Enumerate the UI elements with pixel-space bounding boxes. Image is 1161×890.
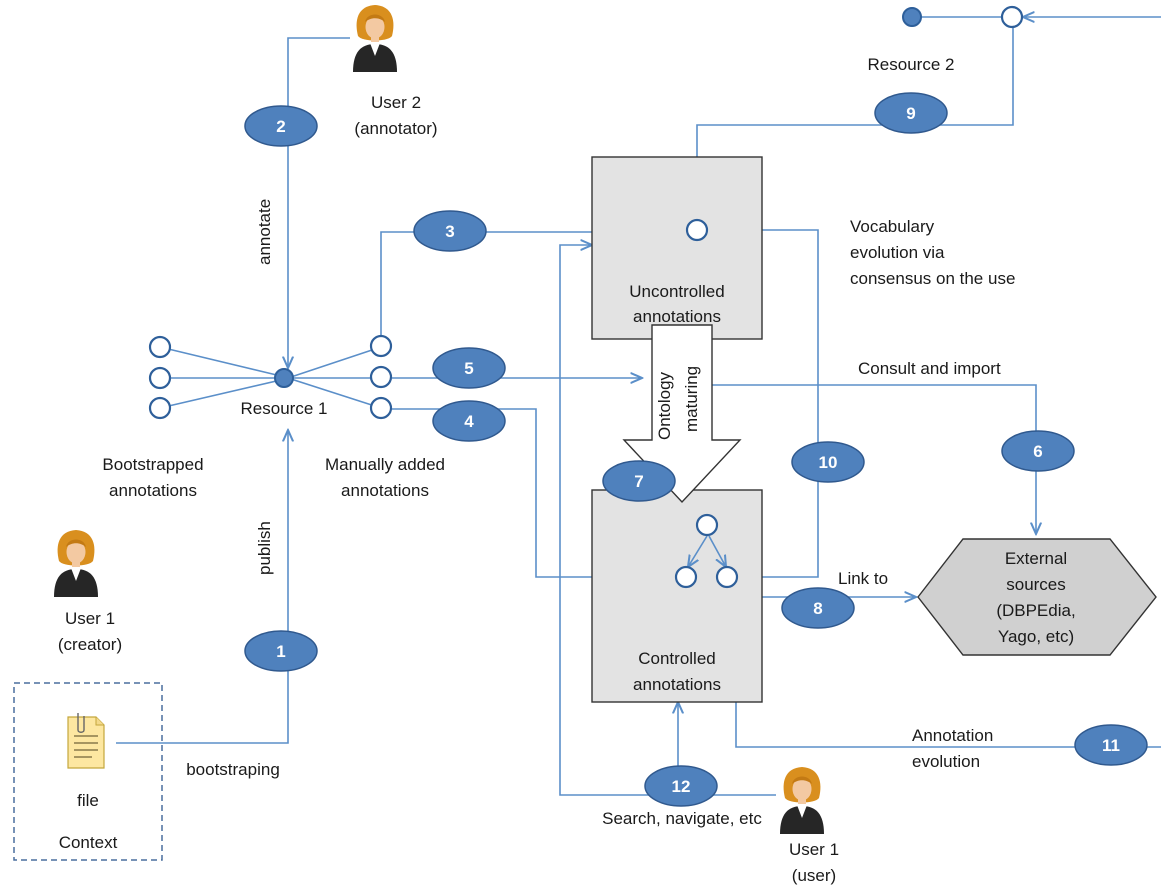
ontology-label-1: Ontology <box>655 371 674 440</box>
svg-text:3: 3 <box>445 222 454 241</box>
annotate-arrow <box>288 37 350 368</box>
resource-2-node <box>902 7 922 27</box>
annotation-star-lines <box>159 346 382 409</box>
search-navigate-label: Search, navigate, etc <box>602 809 762 828</box>
controlled-left-node <box>674 565 698 589</box>
link-to-label: Link to <box>838 569 888 588</box>
controlled-root-node <box>695 513 719 537</box>
user-1-creator-name: User 1 <box>65 609 115 628</box>
step-6-arrow <box>712 384 1036 534</box>
annotation-evolution-label-1: Annotation <box>912 726 993 745</box>
user-1-creator-role: (creator) <box>58 635 122 654</box>
vocab-label-1: Vocabulary <box>850 217 935 236</box>
ontology-maturing-arrow <box>622 324 742 504</box>
bootstrapped-nodes <box>148 335 172 420</box>
bootstrapped-label-2: annotations <box>109 481 197 500</box>
svg-text:4: 4 <box>464 412 474 431</box>
step-badge-10: 10 <box>791 441 865 483</box>
svg-text:12: 12 <box>672 777 691 796</box>
user-2-name: User 2 <box>371 93 421 112</box>
svg-text:2: 2 <box>276 117 285 136</box>
user-1-user-icon <box>780 767 824 834</box>
step-badge-7: 7 <box>602 460 676 502</box>
step-badge-1: 1 <box>244 630 318 672</box>
resource-2-link-node <box>1000 5 1024 29</box>
svg-text:11: 11 <box>1102 736 1120 755</box>
resource-1-label: Resource 1 <box>241 399 328 418</box>
uncontrolled-annotations-box <box>591 156 763 340</box>
context-label: Context <box>59 833 118 852</box>
step-badge-5: 5 <box>432 347 506 389</box>
ontology-label-2: maturing <box>682 366 701 432</box>
step-badge-9: 9 <box>874 92 948 134</box>
context-box <box>13 682 163 861</box>
step-badge-12: 12 <box>644 765 718 807</box>
step-badge-2: 2 <box>244 105 318 147</box>
tree-edge-left <box>688 535 708 567</box>
uncontrolled-label-2: annotations <box>633 307 721 326</box>
vocab-label-2: evolution via <box>850 243 945 262</box>
manual-label-2: annotations <box>341 481 429 500</box>
annotation-evolution-label-2: evolution <box>912 752 980 771</box>
user-1-user-name: User 1 <box>789 840 839 859</box>
external-label-2: sources <box>1006 575 1066 594</box>
step-badge-6: 6 <box>1001 430 1075 472</box>
step-3-arrow <box>380 232 686 336</box>
svg-text:6: 6 <box>1033 442 1042 461</box>
controlled-label-2: annotations <box>633 675 721 694</box>
manual-nodes <box>369 334 393 420</box>
resource-1-node <box>274 368 294 388</box>
step-badge-8: 8 <box>781 587 855 629</box>
step-12-arrow-left <box>559 245 678 796</box>
svg-text:10: 10 <box>819 453 838 472</box>
file-label: file <box>77 791 99 810</box>
external-label-1: External <box>1005 549 1067 568</box>
controlled-right-node <box>715 565 739 589</box>
svg-text:5: 5 <box>464 359 473 378</box>
resource-2-label: Resource 2 <box>868 55 955 74</box>
controlled-label-1: Controlled <box>638 649 716 668</box>
external-sources-hexagon <box>917 538 1157 656</box>
user-2-role: (annotator) <box>354 119 437 138</box>
external-label-3: (DBPEdia, <box>996 601 1075 620</box>
uncontrolled-label-1: Uncontrolled <box>629 282 724 301</box>
tree-edge-right <box>708 535 726 567</box>
svg-text:1: 1 <box>276 642 285 661</box>
svg-text:7: 7 <box>634 472 643 491</box>
bootstrapped-label-1: Bootstrapped <box>102 455 203 474</box>
uncontrolled-node <box>685 218 709 242</box>
external-label-4: Yago, etc) <box>998 627 1074 646</box>
annotate-label: annotate <box>255 199 274 265</box>
svg-text:9: 9 <box>906 104 915 123</box>
user-2-icon <box>353 5 397 72</box>
step-badge-11: 11 <box>1074 724 1148 766</box>
step-badge-4: 4 <box>432 400 506 442</box>
vocab-label-3: consensus on the use <box>850 269 1015 288</box>
svg-text:8: 8 <box>813 599 822 618</box>
user-1-user-role: (user) <box>792 866 836 885</box>
file-icon <box>67 713 105 769</box>
publish-label: publish <box>255 521 274 575</box>
bootstraping-label: bootstraping <box>186 760 280 779</box>
publish-arrow <box>116 430 288 744</box>
consult-label: Consult and import <box>858 359 1001 378</box>
user-1-creator-icon <box>54 530 98 597</box>
controlled-annotations-box <box>591 489 763 703</box>
manual-label-1: Manually added <box>325 455 445 474</box>
step-badge-3: 3 <box>413 210 487 252</box>
